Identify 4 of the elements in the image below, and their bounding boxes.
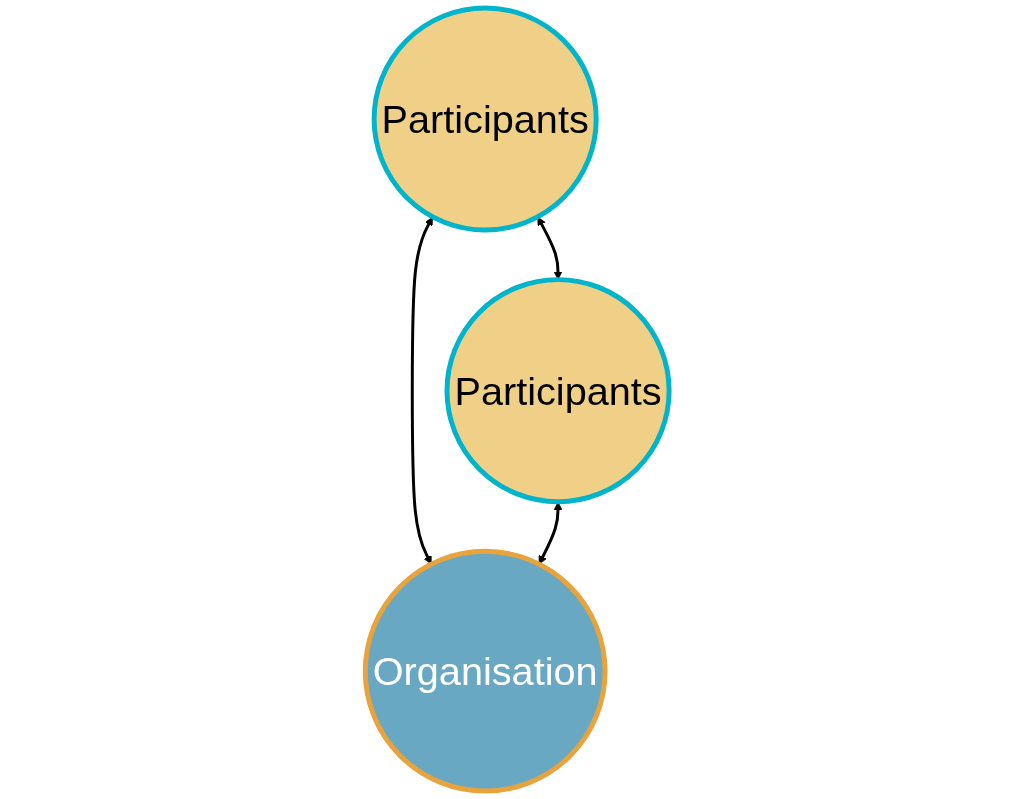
node-circle: Participants [371, 5, 599, 233]
node-circle: Organisation [362, 548, 608, 794]
node-circle: Participants [444, 277, 672, 505]
arrow [410, 216, 433, 565]
